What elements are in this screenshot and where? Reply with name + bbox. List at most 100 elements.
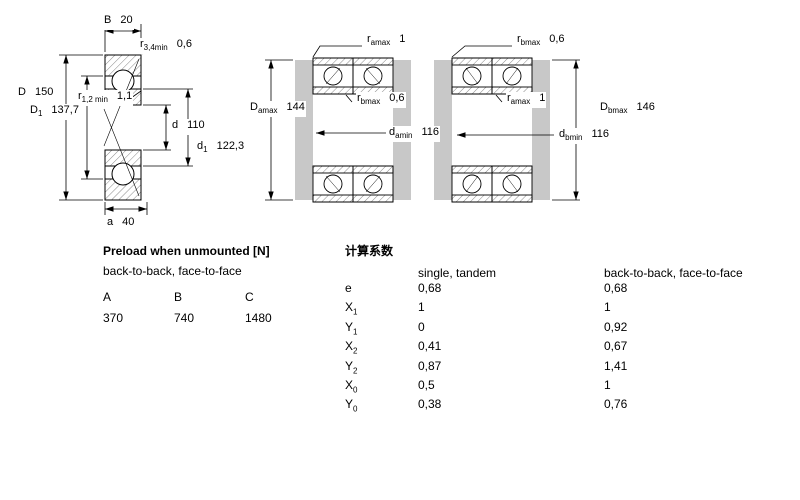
dim-subscript: bmax bbox=[520, 38, 541, 48]
factor-value: 0,5 bbox=[418, 377, 435, 392]
factor-value: 0,87 bbox=[418, 358, 442, 373]
dim-rbmax-label-mid: rbmax 0,6 bbox=[356, 92, 406, 109]
dim-D1-label: D1 137,7 bbox=[29, 104, 80, 121]
dim-subscript: bmax bbox=[607, 106, 628, 116]
dim-value: 0,6 bbox=[549, 33, 565, 45]
factor-label: Y1 bbox=[345, 319, 358, 337]
preload-subtitle: back-to-back, face-to-face bbox=[103, 264, 242, 278]
factors-table: single, tandem back-to-back, face-to-fac… bbox=[345, 267, 774, 416]
preload-value-a: 370 bbox=[103, 311, 124, 325]
dim-symbol: D bbox=[30, 104, 38, 116]
dim-symbol: D bbox=[18, 86, 26, 98]
factors-col-single-tandem: single, tandem bbox=[418, 266, 497, 280]
dim-symbol: D bbox=[600, 101, 608, 113]
dim-symbol: r bbox=[78, 90, 82, 102]
factor-label: X0 bbox=[345, 377, 358, 395]
dim-symbol: d bbox=[559, 128, 566, 140]
factor-label: X2 bbox=[345, 339, 358, 356]
dim-ramax-label-right: ramax 1 bbox=[506, 92, 547, 109]
dim-value: 1 bbox=[399, 33, 406, 45]
face-to-face-arrangement bbox=[434, 45, 580, 203]
back-to-back-arrangement bbox=[265, 45, 411, 203]
dim-r34-label: r3,4min 0,6 bbox=[139, 38, 193, 55]
dim-symbol: r bbox=[140, 38, 144, 50]
housing-shoulder-left bbox=[295, 60, 313, 200]
dim-value: 144 bbox=[286, 101, 305, 113]
dim-subscript: amin bbox=[395, 131, 413, 141]
dim-value: 1,1 bbox=[116, 90, 133, 102]
dim-subscript: bmax bbox=[360, 97, 381, 107]
dim-rbmax-label-right: rbmax 0,6 bbox=[516, 33, 566, 50]
dim-symbol: r bbox=[507, 92, 511, 104]
dim-symbol: r bbox=[367, 33, 371, 45]
preload-header-row: A B C bbox=[103, 291, 316, 304]
factor-value: 1,41 bbox=[604, 358, 628, 373]
dim-subscript: 1,2 min bbox=[81, 95, 108, 105]
dim-Dbmax-label: Dbmax 146 bbox=[599, 101, 656, 118]
factor-value: 0,41 bbox=[418, 339, 442, 354]
dim-value: 1 bbox=[539, 92, 546, 104]
factor-label: e bbox=[345, 281, 352, 295]
preload-value-c: 1480 bbox=[245, 311, 272, 325]
dim-subscript: amax bbox=[370, 38, 391, 48]
dim-symbol: r bbox=[517, 33, 521, 45]
calculation-factors-section: 计算系数 single, tandem back-to-back, face-t… bbox=[345, 245, 774, 416]
preload-section: Preload when unmounted [N] back-to-back,… bbox=[103, 245, 316, 325]
factor-value: 0,67 bbox=[604, 339, 628, 354]
dim-B-label: B 20 bbox=[103, 14, 134, 31]
preload-value-row: 370 740 1480 bbox=[103, 312, 316, 325]
dim-subscript: amax bbox=[510, 97, 531, 107]
factors-title: 计算系数 bbox=[345, 244, 394, 258]
preload-value-b: 740 bbox=[174, 311, 195, 325]
preload-header-b: B bbox=[174, 290, 183, 304]
dim-subscript: 1 bbox=[37, 109, 43, 119]
dim-value: 146 bbox=[636, 101, 655, 113]
dim-value: 40 bbox=[122, 216, 135, 228]
dim-value: 116 bbox=[591, 128, 610, 140]
dim-value: 137,7 bbox=[51, 104, 79, 116]
dim-a-label: a 40 bbox=[106, 216, 136, 233]
dim-value: 110 bbox=[187, 119, 205, 131]
preload-title: Preload when unmounted [N] bbox=[103, 244, 270, 258]
dim-symbol: a bbox=[107, 216, 114, 228]
factor-value: 1 bbox=[604, 300, 611, 315]
dim-damin-label: damin 116 bbox=[388, 126, 441, 143]
dim-value: 116 bbox=[421, 126, 440, 138]
dim-subscript: amax bbox=[257, 106, 278, 116]
bearing-cross-section bbox=[103, 54, 142, 201]
factor-value: 1 bbox=[418, 300, 425, 315]
dim-value: 0,6 bbox=[176, 38, 192, 50]
dim-symbol: B bbox=[104, 14, 112, 26]
dim-value: 20 bbox=[120, 14, 133, 26]
factor-value: 1 bbox=[604, 377, 611, 392]
factor-value: 0,38 bbox=[418, 397, 442, 412]
factors-corner-cell bbox=[345, 267, 418, 280]
dim-Damax-label: Damax 144 bbox=[249, 101, 306, 118]
dim-D-label: D 150 bbox=[17, 86, 55, 103]
dim-value: 150 bbox=[34, 86, 54, 98]
dim-value: 122,3 bbox=[216, 140, 245, 152]
dim-subscript: 3,4min bbox=[143, 43, 168, 53]
dim-dbmin-label: dbmin 116 bbox=[558, 128, 611, 145]
dim-symbol: d bbox=[197, 140, 204, 152]
dim-ramax-label-mid: ramax 1 bbox=[366, 33, 407, 50]
factor-value: 0,92 bbox=[604, 319, 628, 334]
dim-symbol: r bbox=[357, 92, 361, 104]
factor-value: 0 bbox=[418, 319, 425, 334]
factor-label: X1 bbox=[345, 300, 358, 317]
factor-value: 0,68 bbox=[604, 281, 628, 295]
dim-d-label: d 110 bbox=[171, 119, 206, 136]
dim-value: 0,6 bbox=[389, 92, 405, 104]
shaft-shoulder-left bbox=[434, 60, 452, 200]
preload-header-c: C bbox=[245, 290, 254, 304]
dim-symbol: d bbox=[172, 119, 179, 131]
dim-symbol: d bbox=[389, 126, 396, 138]
dim-subscript: 1 bbox=[203, 145, 208, 155]
dim-symbol: D bbox=[250, 101, 258, 113]
dim-subscript: bmin bbox=[565, 133, 583, 143]
factor-value: 0,76 bbox=[604, 397, 628, 412]
dim-r12-label: r1,2 min 1,1 bbox=[77, 90, 134, 107]
factor-value: 0,68 bbox=[418, 281, 442, 295]
preload-header-a: A bbox=[103, 290, 112, 304]
